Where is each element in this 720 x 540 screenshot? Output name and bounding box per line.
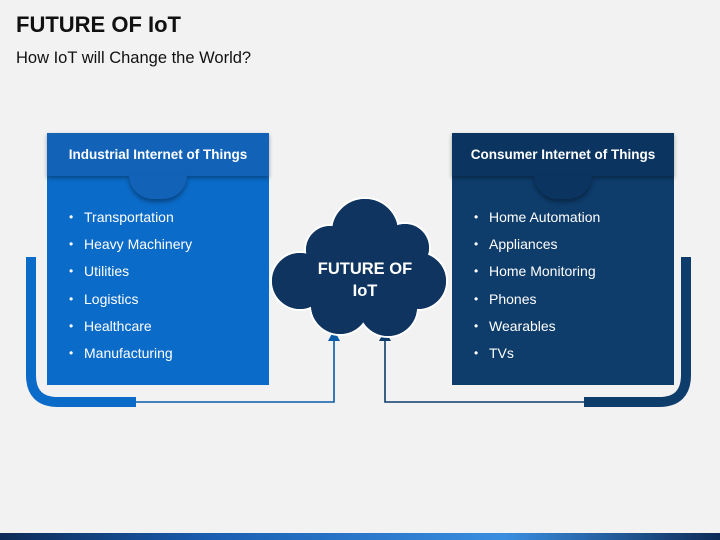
cloud-label-line1: FUTURE OF [317,260,413,278]
list-item: •Healthcare [69,317,152,334]
bullet-icon: • [474,345,479,360]
list-item: •Phones [474,290,537,307]
bullet-icon: • [69,291,74,306]
list-item: •Transportation [69,209,174,225]
bullet-icon: • [474,291,479,306]
consumer-list: •Home Automation •Appliances •Home Monit… [474,207,600,370]
slide-subtitle: How IoT will Change the World? [16,49,252,67]
slide-title: FUTURE OF IoT [16,12,181,37]
consumer-header-notch [534,175,592,199]
industrial-list: •Transportation •Heavy Machinery •Utilit… [69,207,192,370]
cloud-label: FUTURE OF IoT [290,258,440,302]
list-item: •Heavy Machinery [69,236,193,253]
bullet-icon: • [69,345,74,360]
bullet-icon: • [474,318,479,333]
bullet-icon: • [69,237,74,252]
consumer-iot-panel: Consumer Internet of Things •Home Automa… [452,133,674,385]
bullet-icon: • [69,210,74,224]
list-item: •Manufacturing [69,344,173,361]
industrial-iot-header: Industrial Internet of Things [47,133,269,176]
bullet-icon: • [474,264,479,279]
list-item: •Appliances [474,236,558,253]
list-item: •Wearables [474,317,556,334]
footer-bar [0,533,720,540]
bullet-icon: • [69,264,74,279]
list-item: •Home Monitoring [474,263,596,280]
industrial-iot-panel: Industrial Internet of Things •Transport… [47,133,269,385]
bullet-icon: • [69,318,74,333]
list-item: •Utilities [69,263,130,280]
industrial-header-notch [129,175,187,199]
bullet-icon: • [474,210,479,224]
bullet-icon: • [474,237,479,252]
list-item: •Logistics [69,290,139,307]
list-item: •Home Automation [474,209,601,225]
cloud-label-line2: IoT [352,282,378,300]
right-arrow-head [379,330,391,341]
consumer-iot-header: Consumer Internet of Things [452,133,674,176]
list-item: •TVs [474,344,514,361]
left-arrow-head [328,330,340,341]
